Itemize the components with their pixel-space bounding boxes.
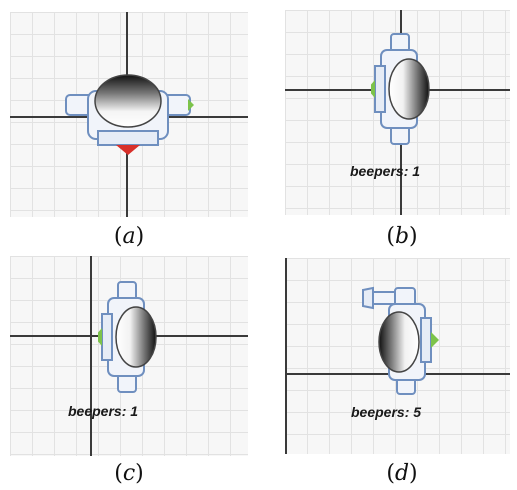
- beepers-label: beepers: 1: [350, 163, 421, 179]
- robot-facing-south: [65, 74, 194, 155]
- robot-facing-east: [98, 281, 157, 393]
- caption-c: (c): [114, 461, 144, 486]
- beepers-label: beepers: 5: [351, 404, 422, 420]
- caption-d: (d): [386, 461, 418, 486]
- robot-facing-east: [371, 33, 430, 145]
- panel-d: beepers: 5: [285, 258, 510, 454]
- caption-b: (b): [386, 224, 418, 249]
- panel-a: [10, 12, 248, 217]
- avenue-line: [90, 256, 92, 456]
- caption-a: (a): [113, 224, 145, 249]
- panel-b: beepers: 1: [285, 10, 510, 215]
- robot-facing-west-with-arm: [362, 286, 439, 395]
- avenue-line: [285, 258, 287, 454]
- panel-c: beepers: 1: [10, 256, 248, 456]
- beepers-label: beepers: 1: [68, 403, 139, 419]
